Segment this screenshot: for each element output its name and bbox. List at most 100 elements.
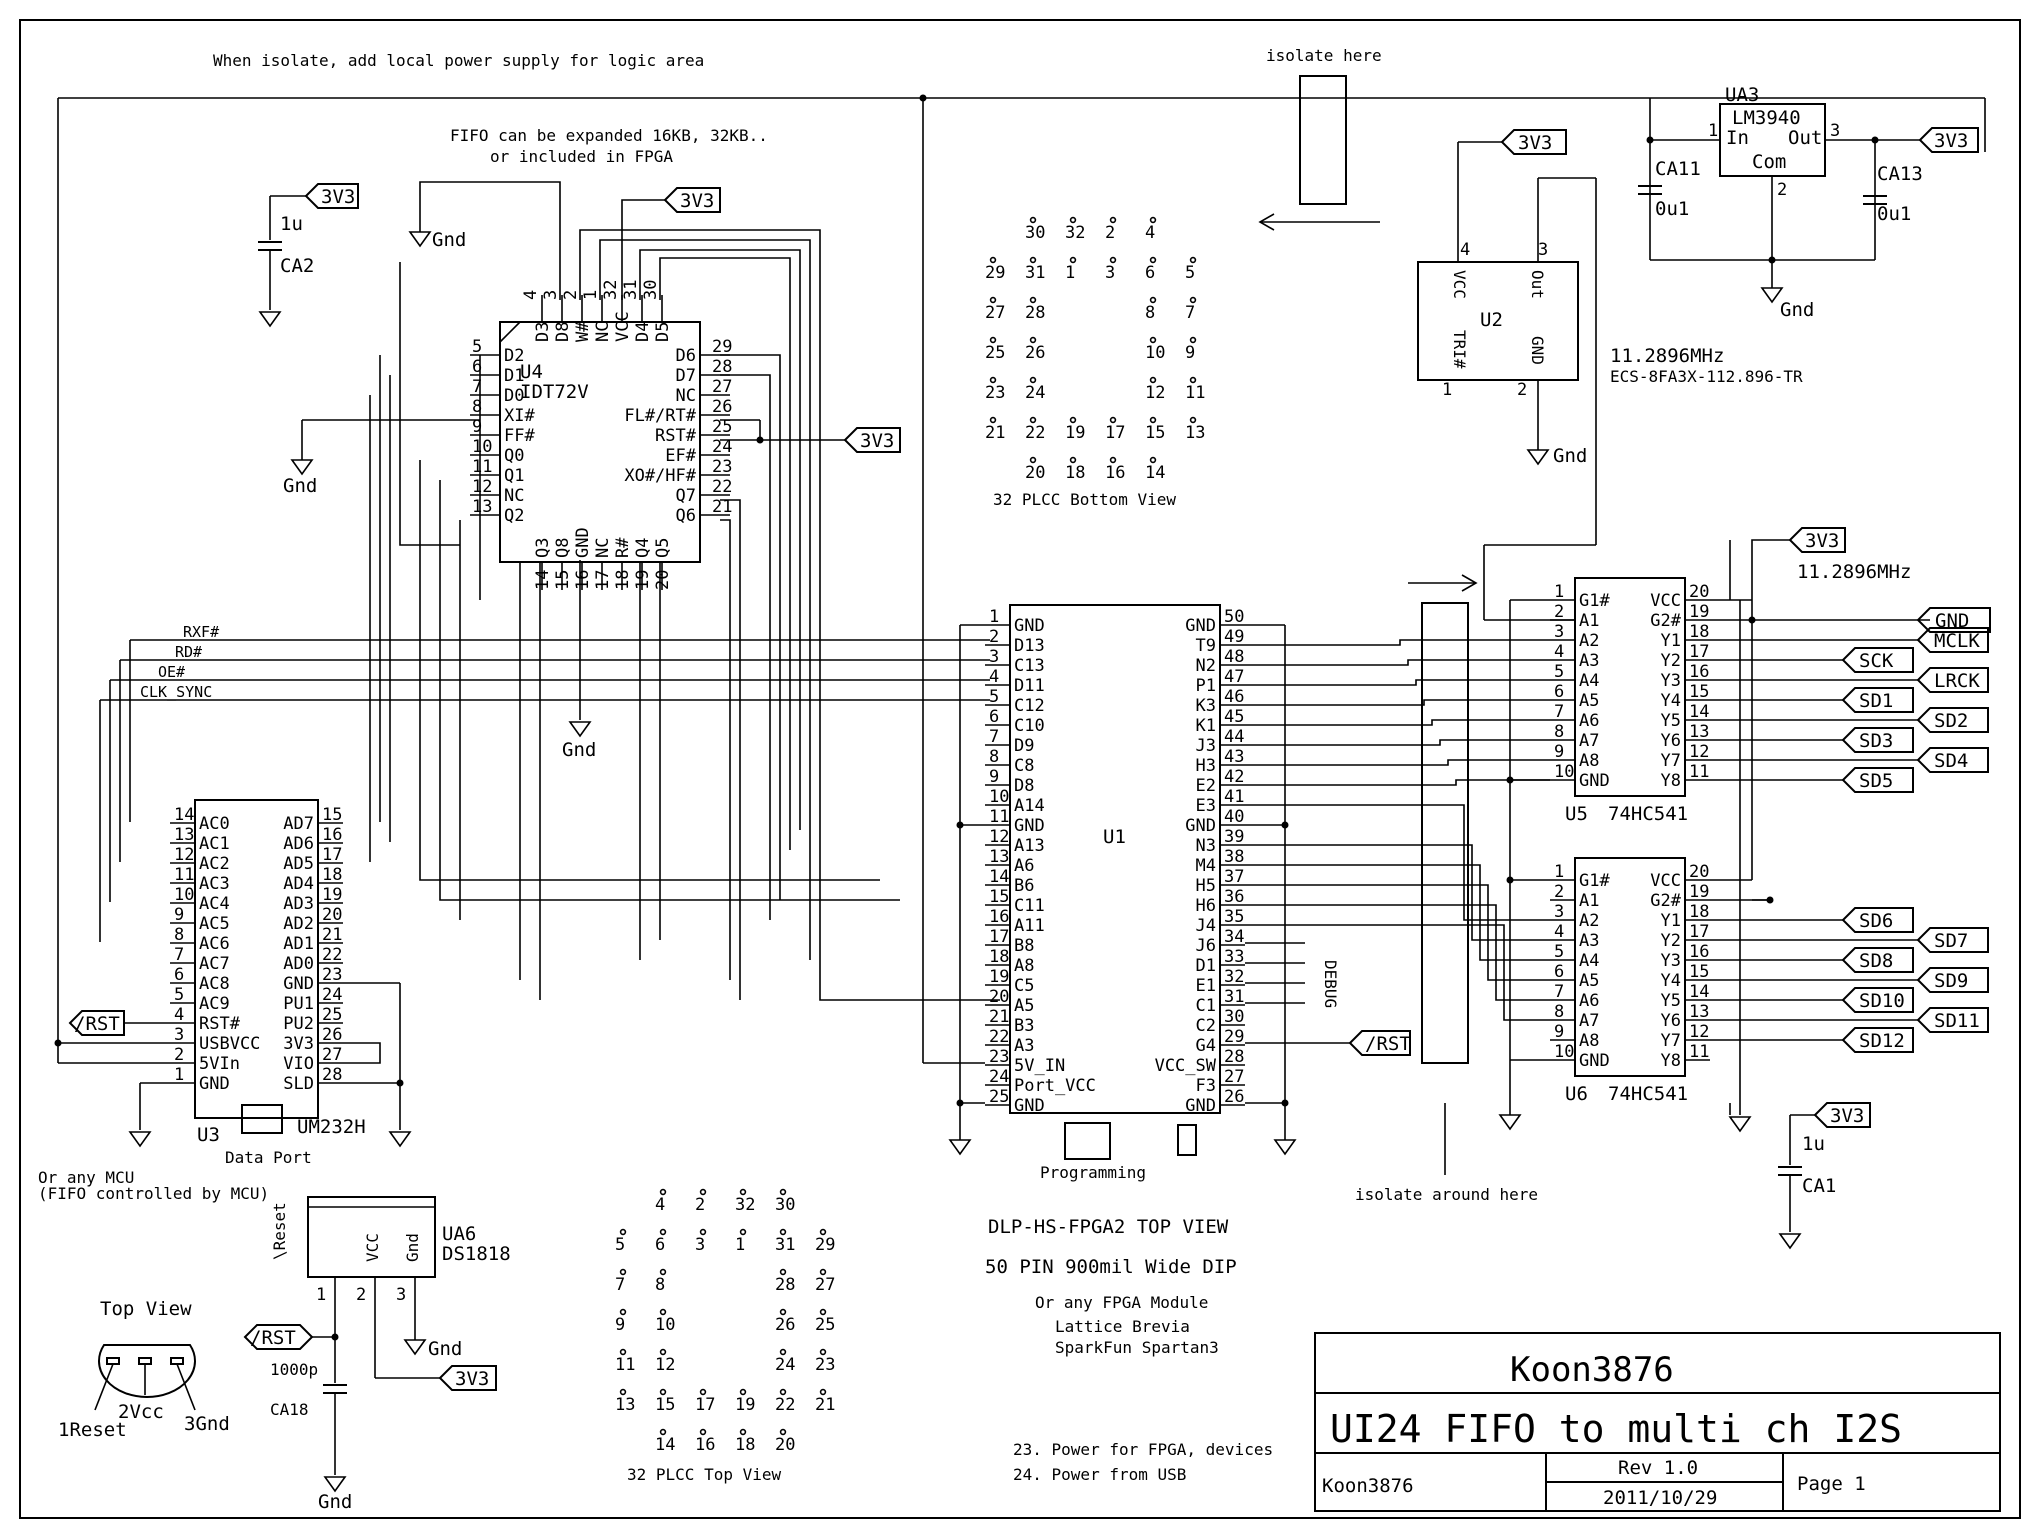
ua6-ref: UA6 xyxy=(442,1223,476,1245)
u1-pin-name-34: J6 xyxy=(1196,936,1216,956)
plcc-bottom-label: 32 PLCC Bottom View xyxy=(993,490,1176,509)
plccB-pin-28: 28 xyxy=(1025,303,1045,323)
u2-oscillator xyxy=(1417,261,1579,381)
isolation-barrier-top xyxy=(1299,75,1347,205)
u3-part: UM232H xyxy=(297,1116,366,1138)
plccB-pin-2: 2 xyxy=(1105,223,1115,243)
u3-pin-name-22: AD0 xyxy=(283,954,314,974)
u4-pin-13: 13 xyxy=(472,497,492,517)
plccT-pin-32: 32 xyxy=(735,1195,755,1215)
title-date: 2011/10/29 xyxy=(1603,1487,1717,1509)
u6-pin-name-8: A7 xyxy=(1579,1011,1599,1031)
ua3-part: LM3940 xyxy=(1732,107,1801,129)
u5-ref: U5 xyxy=(1565,803,1588,825)
u1-pin-name-21: B3 xyxy=(1014,1016,1034,1036)
u5-pin-14: 14 xyxy=(1689,702,1709,722)
u1-pin-37: 37 xyxy=(1224,867,1244,887)
plccT-pin-2: 2 xyxy=(695,1195,705,1215)
plccB-pin-29: 29 xyxy=(985,263,1005,283)
plccB-pin-16: 16 xyxy=(1105,463,1125,483)
u3-pin-7: 7 xyxy=(174,945,184,965)
ua3-out: Out xyxy=(1788,127,1822,149)
u3-pin-11: 11 xyxy=(174,865,194,885)
u3-pin-name-13: AC1 xyxy=(199,834,230,854)
u3-pin-13: 13 xyxy=(174,825,194,845)
u4-pin-name-27: NC xyxy=(676,386,696,406)
u6-pin-name-1: G1# xyxy=(1579,871,1610,891)
u4-pin-name-7: D0 xyxy=(504,386,524,406)
u1-pin-name-16: A11 xyxy=(1014,916,1045,936)
u4-ref: U4 xyxy=(520,361,543,383)
plccT-pin-28: 28 xyxy=(775,1275,795,1295)
output-sck: SCK xyxy=(1859,650,1894,672)
u4-pin-20: 20 xyxy=(653,570,673,590)
u1-pin-name-30: C2 xyxy=(1196,1016,1216,1036)
net-oe: OE# xyxy=(158,663,185,681)
u4-pin-30: 30 xyxy=(641,280,661,300)
u3-pin-name-27: VIO xyxy=(283,1054,314,1074)
flag-gnd: GND xyxy=(1935,610,1969,632)
u1-pin-44: 44 xyxy=(1224,727,1244,747)
u1-pin-name-43: H3 xyxy=(1196,756,1216,776)
plccT-pin-7: 7 xyxy=(615,1275,625,1295)
u6-pin-name-12: Y7 xyxy=(1661,1031,1681,1051)
u4-pin-19: 19 xyxy=(633,570,653,590)
u4-pin-name-4: D3 xyxy=(533,322,553,342)
plccB-pin-11: 11 xyxy=(1185,383,1205,403)
u5-pin-3: 3 xyxy=(1554,622,1564,642)
ca13-ref: CA13 xyxy=(1877,163,1923,185)
u1-pin-name-11: GND xyxy=(1014,816,1045,836)
u5-pin-name-8: A7 xyxy=(1579,731,1599,751)
u6-74hc541 xyxy=(1574,857,1686,1077)
u4-pin-29: 29 xyxy=(712,337,732,357)
u6-pin-name-15: Y4 xyxy=(1661,971,1681,991)
u5-pin-name-17: Y2 xyxy=(1661,651,1681,671)
u6-pin-name-2: A1 xyxy=(1579,891,1599,911)
u5-part: 74HC541 xyxy=(1608,803,1688,825)
u1-pin-41: 41 xyxy=(1224,787,1244,807)
u3-pin-4: 4 xyxy=(174,1005,184,1025)
u5-pin-name-15: Y4 xyxy=(1661,691,1681,711)
u3-pin-name-1: GND xyxy=(199,1074,230,1094)
u6-pin-1: 1 xyxy=(1554,862,1564,882)
u5-pin-name-14: Y5 xyxy=(1661,711,1681,731)
u4-pin-22: 22 xyxy=(712,477,732,497)
u5-pin-name-12: Y7 xyxy=(1661,751,1681,771)
crystal-part: ECS-8FA3X-112.896-TR xyxy=(1610,367,1803,386)
u4-pin-name-19: Q4 xyxy=(633,538,653,558)
u3-pin-name-3: USBVCC xyxy=(199,1034,260,1054)
u2-ref: U2 xyxy=(1480,309,1503,331)
plccT-pin-9: 9 xyxy=(615,1315,625,1335)
u1-pin-15: 15 xyxy=(989,887,1009,907)
plccB-pin-19: 19 xyxy=(1065,423,1085,443)
u5-pin-name-3: A2 xyxy=(1579,631,1599,651)
u3-pin-16: 16 xyxy=(322,825,342,845)
fpga-alt2: Lattice Brevia xyxy=(1055,1317,1190,1336)
plccT-pin-20: 20 xyxy=(775,1435,795,1455)
u3-pin-3: 3 xyxy=(174,1025,184,1045)
plccT-pin-27: 27 xyxy=(815,1275,835,1295)
debug-label: DEBUG xyxy=(1321,960,1340,1008)
plcc-top-label: 32 PLCC Top View xyxy=(627,1465,781,1484)
u4-pin-name-32: VCC xyxy=(613,311,633,342)
u4-pin-1: 1 xyxy=(581,290,601,300)
u3-pin-name-23: GND xyxy=(283,974,314,994)
u4-fifo xyxy=(499,321,701,563)
u1-pin-25: 25 xyxy=(989,1087,1009,1107)
u1-pin-10: 10 xyxy=(989,787,1009,807)
u1-pin-49: 49 xyxy=(1224,627,1244,647)
u1-pin-39: 39 xyxy=(1224,827,1244,847)
u1-pin-42: 42 xyxy=(1224,767,1244,787)
u6-pin-4: 4 xyxy=(1554,922,1564,942)
plccT-pin-29: 29 xyxy=(815,1235,835,1255)
u4-pin-name-12: NC xyxy=(504,486,524,506)
u3-um232h xyxy=(194,799,319,1119)
u4-pin-21: 21 xyxy=(712,497,732,517)
u6-pin-name-17: Y2 xyxy=(1661,931,1681,951)
u4-pin-name-30: D5 xyxy=(653,322,673,342)
u4-pin-17: 17 xyxy=(593,570,613,590)
net-rd: RD# xyxy=(175,643,202,661)
u6-pin-name-20: VCC xyxy=(1650,871,1681,891)
to92-gnd: 3Gnd xyxy=(184,1413,230,1435)
u4-pin-11: 11 xyxy=(472,457,492,477)
